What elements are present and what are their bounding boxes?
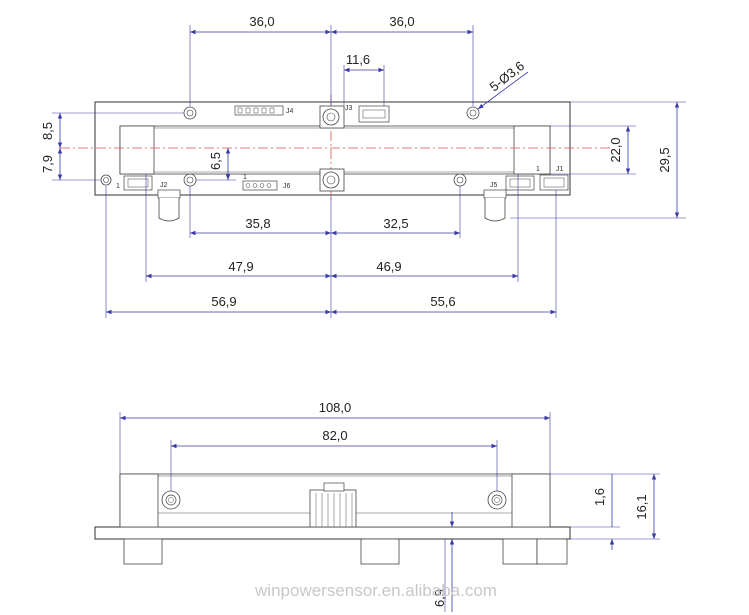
dim-bottom-offset: 7,9	[40, 155, 55, 173]
dim-inner-offset: 6,5	[208, 152, 223, 170]
dim-hole-spacing: 82,0	[322, 428, 347, 443]
side-right-end	[511, 473, 551, 528]
dim-holes-callout: 5-Ø3,6	[487, 58, 528, 94]
dim-tube-right: 46,9	[376, 259, 401, 274]
pin-one-mark-j6: 1	[243, 174, 247, 181]
dim-overall-length: 108,0	[319, 400, 352, 415]
mounting-hole-upper-right	[466, 106, 480, 120]
connector-j2: J2 1	[116, 175, 168, 191]
mounting-hole-lower-right	[453, 173, 467, 187]
mounting-hole-upper-left	[183, 106, 197, 120]
connector-j1: J1 1	[536, 166, 569, 191]
led-right	[483, 189, 507, 222]
dim-overall-height: 16,1	[634, 494, 649, 519]
dim-top-offset: 8,5	[40, 122, 55, 140]
dim-hole-right: 36,0	[389, 14, 414, 29]
mounting-hole-lower-left	[183, 173, 197, 187]
connector-j5: J5	[490, 175, 535, 191]
label-j5: J5	[490, 182, 498, 189]
leader-holes-callout	[477, 71, 529, 110]
side-left-end	[119, 473, 159, 528]
pin-one-mark-j2: 1	[116, 183, 120, 190]
side-view: 108,0 82,0 1,6 16,1 6,9	[94, 400, 660, 612]
label-j1: J1	[556, 166, 564, 173]
side-bottom-part-center	[360, 538, 400, 565]
dim-small-height: 1,6	[592, 488, 607, 506]
dim-board-right: 55,6	[430, 294, 455, 309]
dim-thickness: 6,9	[432, 589, 447, 607]
side-bottom-part-right	[502, 538, 538, 565]
dim-j3-width: 11,6	[346, 52, 370, 67]
side-pcb	[94, 526, 571, 540]
center-lens-lower	[319, 168, 345, 192]
dim-lower-hole-left: 35,8	[245, 216, 270, 231]
side-hole-left	[161, 490, 181, 510]
side-bottom-part-left	[123, 538, 163, 565]
mounting-hole-far-left	[100, 174, 112, 186]
dim-hole-left: 36,0	[249, 14, 274, 29]
sensor-tube-body	[119, 125, 551, 175]
dim-lower-hole-right: 32,5	[383, 216, 408, 231]
label-j4: J4	[286, 108, 294, 115]
side-center-connector	[309, 482, 357, 528]
label-j6: J6	[283, 183, 291, 190]
dim-board-left: 56,9	[211, 294, 236, 309]
right-tube-end	[513, 125, 551, 175]
label-j2: J2	[160, 182, 168, 189]
dim-board-height: 29,5	[657, 147, 672, 172]
connector-j6: J6 1	[242, 174, 291, 191]
label-j3: J3	[345, 105, 353, 112]
connector-j3: J3	[345, 105, 390, 123]
dim-tube-left: 47,9	[228, 259, 253, 274]
side-bottom-part-far-right	[536, 538, 568, 565]
dim-sensor-span: 22,0	[608, 137, 623, 162]
left-tube-end	[119, 125, 155, 175]
led-left	[157, 189, 181, 222]
connector-j4: J4	[234, 105, 294, 116]
side-hole-right	[487, 490, 507, 510]
center-lens-upper	[319, 105, 345, 129]
top-view: J4 J3 J6 1 J2 1 J5	[40, 14, 686, 318]
pin-one-mark-j1: 1	[536, 166, 540, 173]
watermark-text: winpowersensor.en.alibaba.com	[254, 581, 497, 600]
